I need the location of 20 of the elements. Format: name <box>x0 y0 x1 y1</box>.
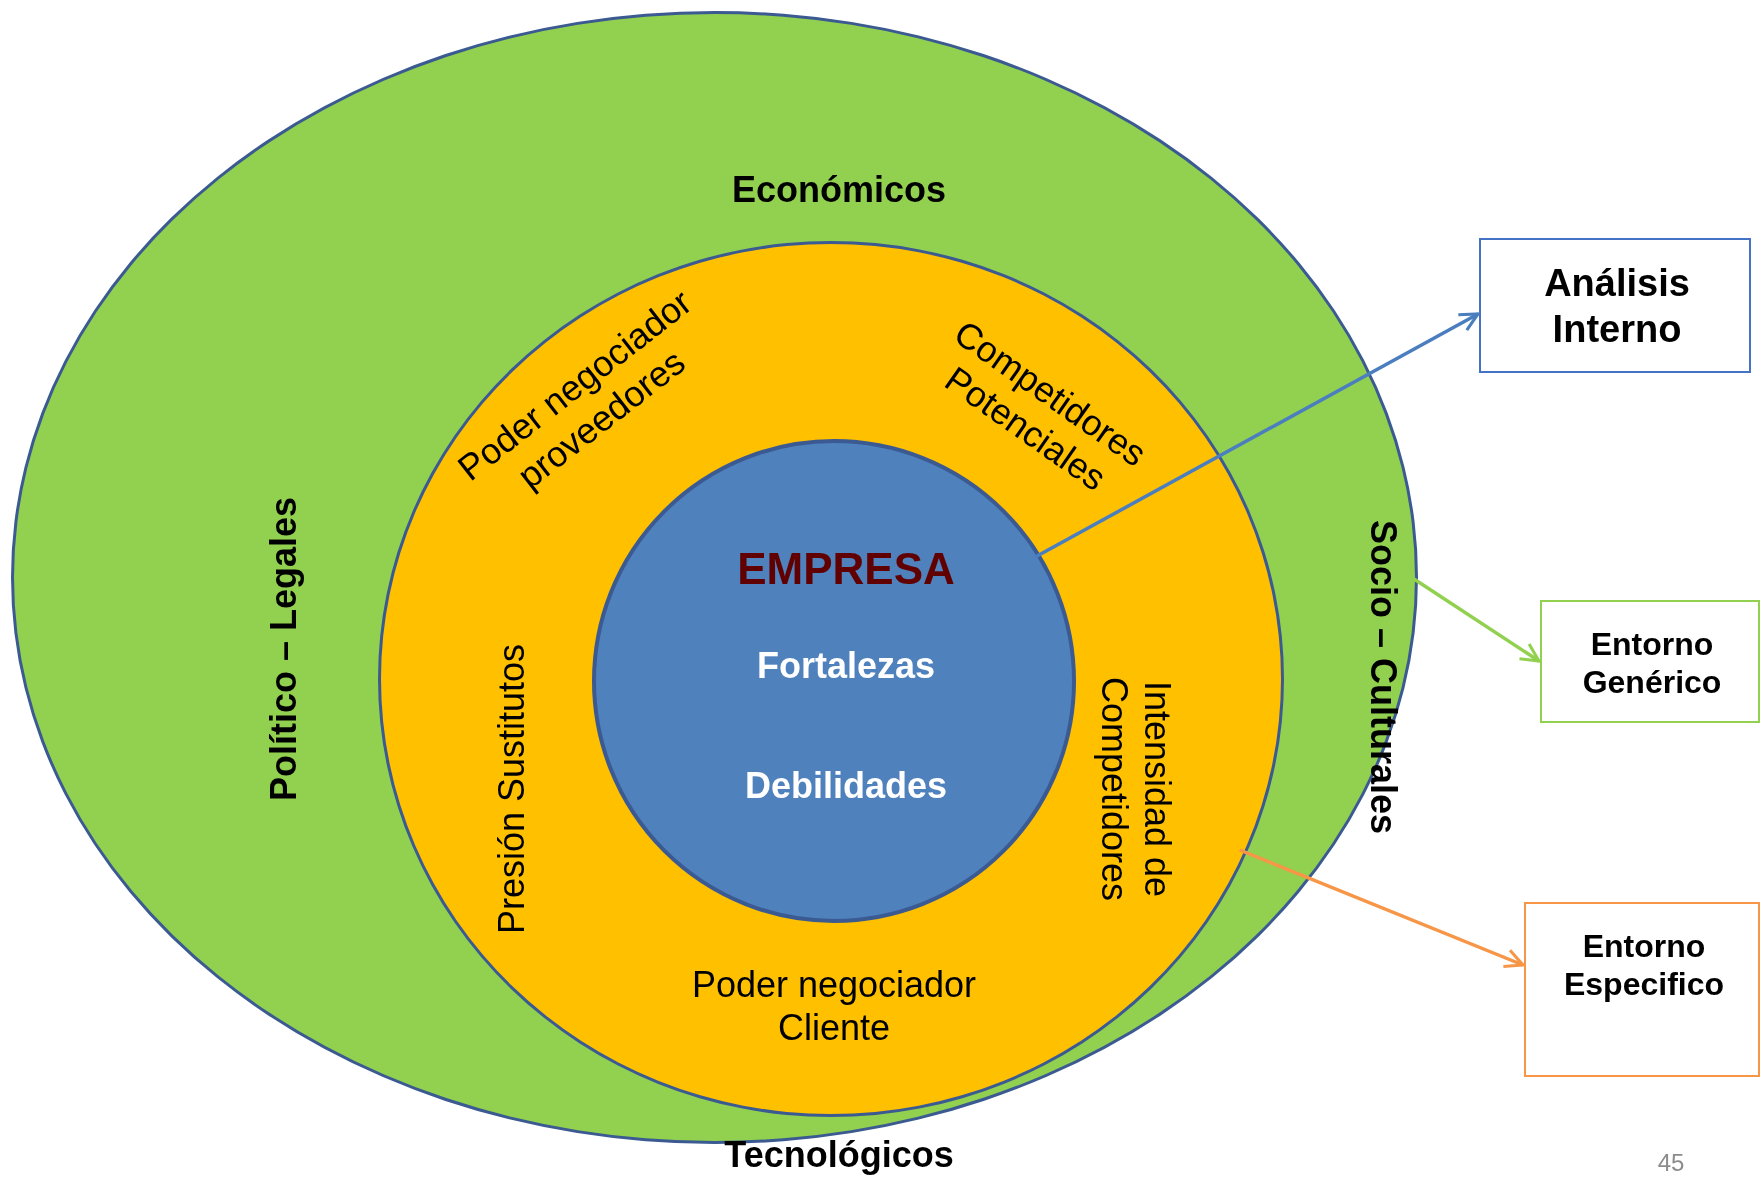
force-label: Poder negociador Cliente <box>690 962 978 1050</box>
label-box <box>1479 238 1751 373</box>
center-label: Fortalezas <box>756 644 936 688</box>
arrow <box>1413 577 1541 663</box>
region-label: Socio – Culturales <box>1361 519 1405 835</box>
center-label: EMPRESA <box>737 542 955 595</box>
center-label: Debilidades <box>744 764 948 808</box>
box-label: Entorno Genérico <box>1581 624 1723 702</box>
region-label: Político – Legales <box>262 496 306 802</box>
box-label: Entorno Especifico <box>1562 926 1726 1004</box>
arrow <box>1239 848 1525 969</box>
label-box <box>1524 902 1760 1077</box>
region-label: Económicos <box>731 168 947 212</box>
page-number: 45 <box>1657 1148 1685 1177</box>
label-box <box>1540 600 1760 723</box>
force-label: Presión Sustitutos <box>490 643 534 935</box>
region-label: Tecnológicos <box>724 1133 954 1177</box>
box-label: Análisis Interno <box>1543 261 1691 352</box>
arrow <box>1034 312 1480 559</box>
force-label: Intensidad de Competidores <box>1093 675 1180 904</box>
